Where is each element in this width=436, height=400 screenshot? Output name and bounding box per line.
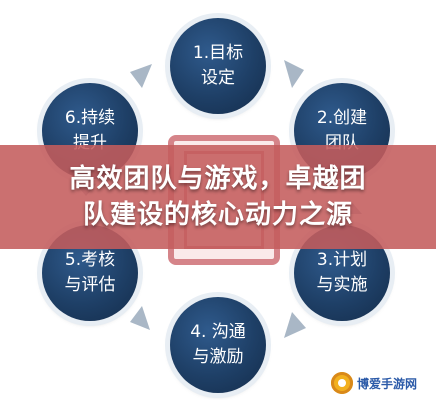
node-goal-setting: 1.目标 设定 bbox=[170, 18, 266, 114]
node-3-line2: 与实施 bbox=[316, 275, 368, 295]
node-5-line1: 5.考核 bbox=[64, 249, 116, 270]
watermark-text: 博爱手游网 bbox=[357, 376, 418, 391]
node-1-line1: 1.目标 bbox=[192, 42, 244, 63]
banner-title-line1: 高效团队与游戏，卓越团 bbox=[69, 164, 367, 194]
arrow-1-to-2 bbox=[284, 60, 304, 88]
node-communicate-motivate: 4. 沟通 与激励 bbox=[170, 297, 266, 393]
arrow-6-to-1 bbox=[130, 64, 152, 88]
site-watermark: 博爱手游网 bbox=[331, 372, 417, 394]
node-4-line1: 4. 沟通 bbox=[190, 321, 246, 342]
node-2-line1: 2.创建 bbox=[316, 107, 368, 128]
arrow-4-to-5 bbox=[130, 306, 150, 330]
node-6-line1: 6.持续 bbox=[64, 107, 116, 128]
banner-title-line2: 队建设的核心动力之源 bbox=[82, 200, 353, 230]
node-5-line2: 与评估 bbox=[64, 275, 116, 295]
node-4-line2: 与激励 bbox=[192, 347, 244, 367]
site-logo-icon bbox=[331, 372, 353, 394]
node-3-line1: 3.计划 bbox=[316, 249, 368, 270]
arrow-3-to-4 bbox=[284, 312, 306, 338]
title-banner: 高效团队与游戏，卓越团 队建设的核心动力之源 bbox=[0, 145, 436, 249]
node-1-line2: 设定 bbox=[201, 68, 235, 88]
